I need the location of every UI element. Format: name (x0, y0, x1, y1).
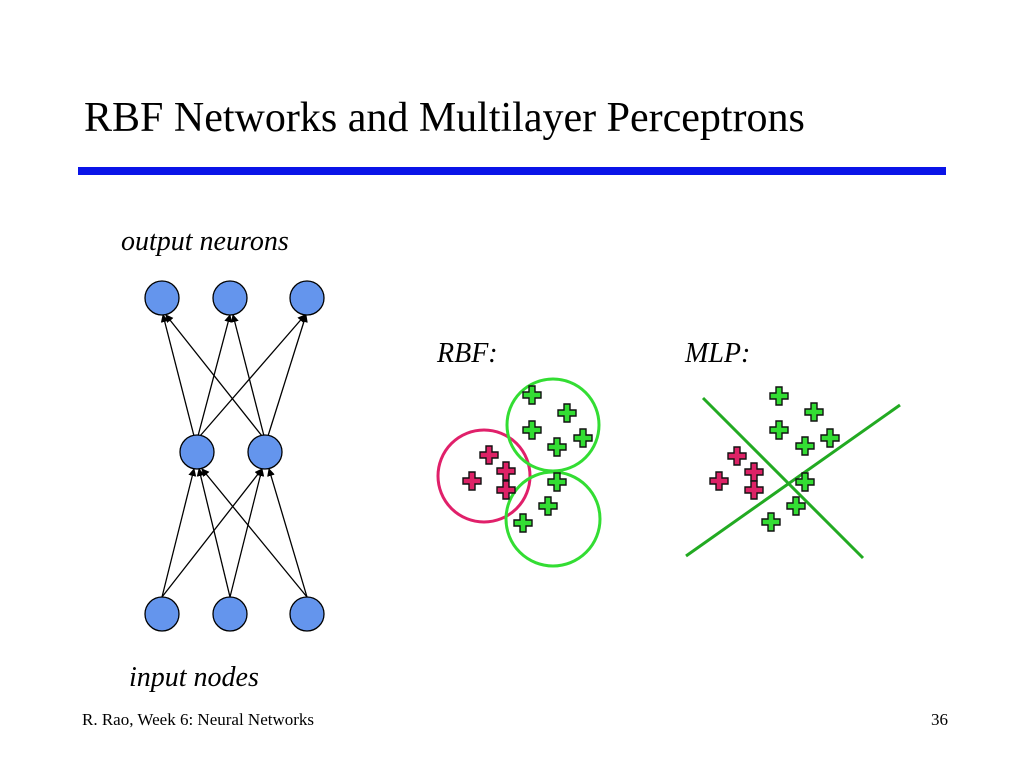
rbf-negative-point (462, 471, 482, 491)
slide-title: RBF Networks and Multilayer Perceptrons (84, 95, 805, 141)
output-neuron (289, 280, 325, 316)
rbf-negative-point (496, 461, 516, 481)
rbf-label: RBF: (437, 338, 498, 369)
output-neuron (212, 280, 248, 316)
mlp-positive-point (795, 436, 815, 456)
input-node (212, 596, 248, 632)
rbf-positive-point (538, 496, 558, 516)
mlp-positive-point (769, 420, 789, 440)
output-neuron (144, 280, 180, 316)
mlp-negative-point (744, 480, 764, 500)
hidden-neuron (247, 434, 283, 470)
input-layer (144, 596, 325, 632)
input-node (289, 596, 325, 632)
output-layer (144, 280, 325, 316)
rbf-positive-point (547, 437, 567, 457)
mlp-decision-line (701, 396, 865, 560)
mlp-negative-point (709, 471, 729, 491)
mlp-decision-line (685, 403, 901, 558)
rbf-positive-point (573, 428, 593, 448)
input-to-hidden-connections (161, 468, 308, 598)
mlp-positive-point (786, 496, 806, 516)
rbf-positive-region (504, 470, 602, 568)
mlp-negative-point (727, 446, 747, 466)
rbf-positive-point (557, 403, 577, 423)
rbf-positive-point (547, 472, 567, 492)
hidden-layer (179, 434, 283, 470)
rbf-negative-point (479, 445, 499, 465)
hidden-to-output-connections (160, 314, 308, 437)
input-nodes-label: input nodes (129, 662, 259, 693)
hidden-neuron (179, 434, 215, 470)
rbf-positive-point (522, 420, 542, 440)
mlp-positive-point (804, 402, 824, 422)
mlp-label: MLP: (685, 338, 751, 369)
mlp-positive-point (769, 386, 789, 406)
footer-course: R. Rao, Week 6: Neural Networks (82, 710, 315, 729)
mlp-negative-point (744, 462, 764, 482)
rbf-positive-region (505, 377, 601, 473)
output-neurons-label: output neurons (121, 226, 289, 257)
rbf-negative-region (436, 428, 532, 524)
mlp-positive-point (761, 512, 781, 532)
mlp-positive-point (820, 428, 840, 448)
title-underline (78, 167, 946, 175)
rbf-illustration (436, 377, 602, 568)
input-node (144, 596, 180, 632)
rbf-positive-point (513, 513, 533, 533)
mlp-illustration (685, 386, 901, 560)
page-number: 36 (931, 710, 948, 729)
